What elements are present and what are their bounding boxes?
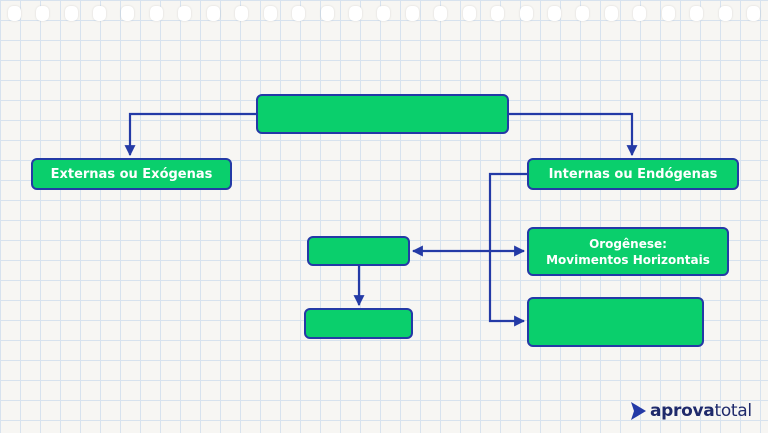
second-internal-node [527, 297, 704, 347]
notebook-hole [718, 5, 732, 21]
notebook-hole [405, 5, 419, 21]
notebook-hole [121, 5, 135, 21]
logo-wordmark: aprovatotal [650, 401, 752, 421]
notebook-hole [576, 5, 590, 21]
notebook-hole [36, 5, 50, 21]
logo-text-bold: aprova [650, 401, 715, 421]
notebook-hole [64, 5, 78, 21]
aprova-total-logo: aprovatotal [630, 401, 752, 421]
notebook-hole [235, 5, 249, 21]
notebook-hole [292, 5, 306, 21]
arrow-root-to-left [124, 112, 257, 157]
notebook-hole [7, 5, 21, 21]
logo-mark-icon [631, 402, 646, 420]
orogenese-line1: Orogênese: [589, 236, 667, 251]
notebook-hole [377, 5, 391, 21]
notebook-hole [462, 5, 476, 21]
notebook-hole [633, 5, 647, 21]
arrow-internal-spine [488, 172, 528, 327]
notebook-holes [0, 0, 768, 26]
arrow-root-to-right [509, 112, 638, 157]
notebook-hole [263, 5, 277, 21]
notebook-hole [491, 5, 505, 21]
notebook-hole [149, 5, 163, 21]
logo-text-light: total [714, 401, 752, 421]
notebook-hole [206, 5, 220, 21]
notebook-hole [320, 5, 334, 21]
internas-node-label: Internas ou Endógenas [548, 166, 718, 182]
notebook-hole [690, 5, 704, 21]
root-node [256, 94, 509, 134]
lower-node [304, 308, 413, 339]
orogenese-node: Orogênese: Movimentos Horizontais [527, 227, 729, 276]
notebook-hole [747, 5, 761, 21]
notebook-hole [434, 5, 448, 21]
notebook-hole [519, 5, 533, 21]
internas-node: Internas ou Endógenas [527, 158, 739, 190]
orogenese-line2: Movimentos Horizontais [546, 252, 710, 267]
middle-node [307, 236, 410, 266]
notebook-hole [604, 5, 618, 21]
notebook-hole [178, 5, 192, 21]
notebook-hole [93, 5, 107, 21]
notebook-hole [661, 5, 675, 21]
notebook-hole [548, 5, 562, 21]
notebook-hole [348, 5, 362, 21]
externas-node-label: Externas ou Exógenas [50, 166, 213, 182]
externas-node: Externas ou Exógenas [31, 158, 232, 190]
